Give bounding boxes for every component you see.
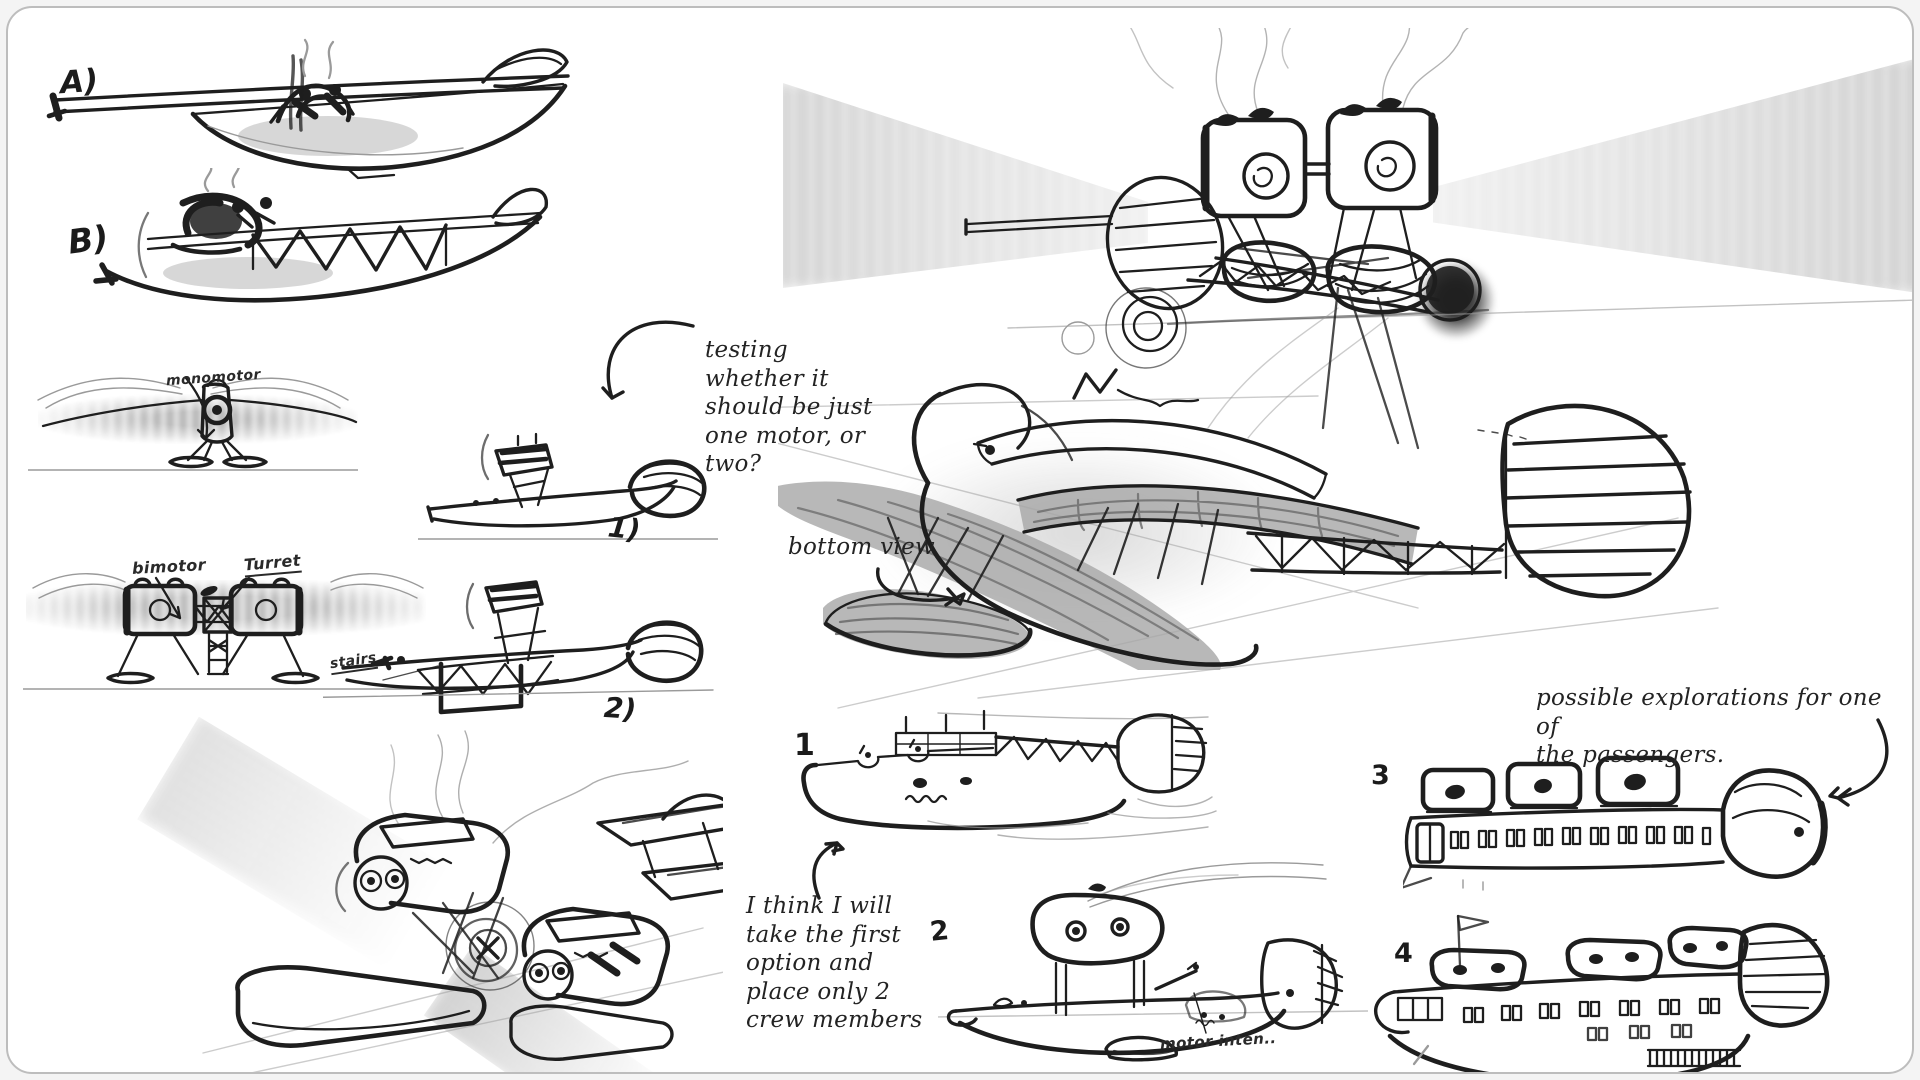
window-row: [1449, 825, 1712, 850]
bottom-view-sketch: [778, 286, 1719, 709]
option-b-label: B): [65, 217, 111, 262]
variant-1-label: 1): [606, 510, 642, 547]
bimotor-front-view: [23, 573, 433, 690]
sketch-2-number: 2: [928, 915, 951, 948]
monomotor-front-view: [28, 376, 358, 471]
paper-canvas: A) B) monomotor bimotor Turret stairs 1)…: [6, 6, 1914, 1074]
arrow-turret: [220, 576, 251, 611]
crew-decision-note: I think I will take the first option and…: [746, 893, 923, 1034]
arrow-engine-question: [601, 320, 695, 400]
arrow-bottom-view: [876, 567, 966, 607]
arrow-passenger-explorations: [1828, 718, 1889, 807]
variant-2-side-view: [323, 580, 714, 715]
arrow-bimotor: [154, 576, 182, 620]
passenger-option-4-sketch: [1374, 914, 1830, 1072]
crew-option-2-sketch: [938, 862, 1368, 1062]
window-rows: [1462, 997, 1721, 1042]
variant-1-side-view: [418, 432, 718, 540]
variant-2-label: 2): [602, 690, 638, 727]
sketch-a-side-view: [46, 38, 570, 180]
motor-note-leader-line: [1193, 992, 1207, 1034]
sketch-1-number: 1: [794, 728, 815, 763]
perspective-sketch-twin-engine: [964, 28, 1912, 329]
sketch-4-number: 4: [1394, 938, 1413, 969]
arrow-monomotor: [184, 376, 216, 440]
bottom-view-note: bottom view: [788, 534, 935, 560]
sketch-3-number: 3: [1371, 760, 1390, 791]
option-a-label: A): [58, 62, 100, 102]
engine-question-note: testing whether it should be just one mo…: [705, 337, 873, 478]
bimotor-label: bimotor: [131, 555, 207, 578]
passenger-explorations-note: possible explorations for one of the pas…: [1536, 685, 1882, 769]
sketch-b-side-view: [93, 168, 548, 303]
passenger-option-3-sketch: [1403, 755, 1828, 891]
arrow-crew-decision: [812, 841, 845, 900]
crew-option-1-sketch: [801, 709, 1217, 840]
stairs-leader-line: [382, 665, 439, 681]
perspective-sketch-floats: [202, 730, 723, 1072]
